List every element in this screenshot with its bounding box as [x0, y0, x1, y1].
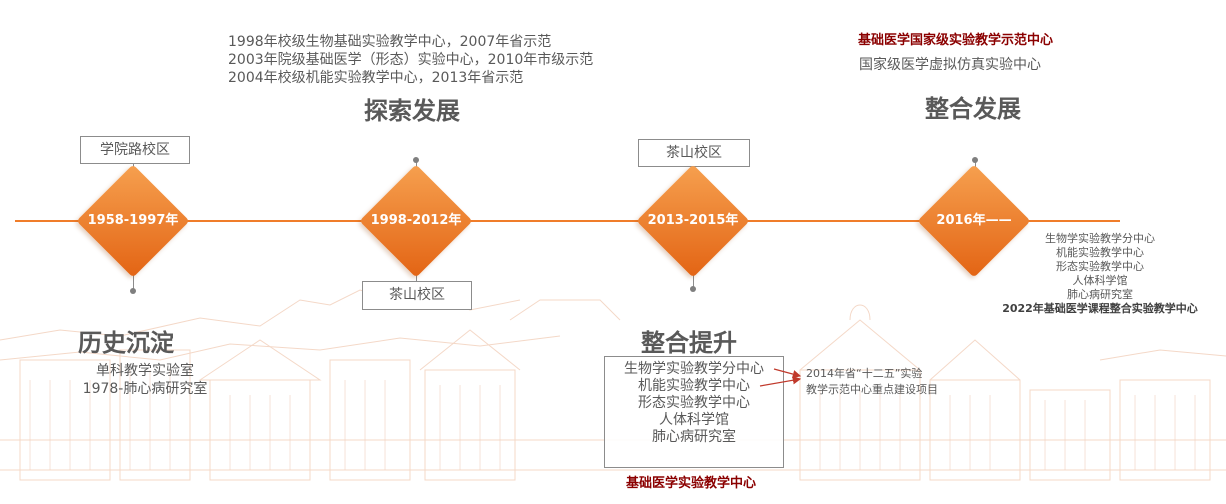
unit-item: 机能实验教学中心	[638, 378, 750, 394]
connector-dot	[972, 157, 978, 163]
timeline-axis	[15, 220, 1120, 222]
timeline-node-label: 1998-2012年	[370, 213, 462, 228]
timeline-node-label: 2016年——	[936, 213, 1012, 228]
upgrade-units-box: 生物学实验教学分中心 机能实验教学中心 形态实验教学中心 人体科学馆 肺心病研究…	[604, 356, 784, 468]
stage-title-explore: 探索发展	[364, 97, 460, 125]
unit-item: 生物学实验教学分中心	[1045, 232, 1155, 245]
upgrade-note: 2014年省“十二五”实验 教学示范中心重点建设项目	[806, 366, 938, 398]
campus-label-xueyuanlu: 学院路校区	[80, 136, 190, 164]
history-line: 1978-肺心病研究室	[82, 381, 208, 397]
unit-item: 形态实验教学中心	[1056, 260, 1144, 273]
explore-line: 2003年院级基础医学（形态）实验中心，2010年市级示范	[228, 52, 594, 68]
unit-item: 生物学实验教学分中心	[624, 361, 764, 377]
unit-item: 人体科学馆	[1072, 274, 1128, 287]
timeline-node-label: 2013-2015年	[647, 213, 739, 228]
connector-dot	[413, 157, 419, 163]
explore-line: 2004年校级机能实验教学中心，2013年省示范	[228, 70, 524, 86]
unit-item: 肺心病研究室	[1067, 288, 1133, 301]
unit-item: 形态实验教学中心	[638, 395, 750, 411]
note-line: 2014年省“十二五”实验	[806, 367, 923, 380]
connector-dot	[690, 286, 696, 292]
unit-item-highlight: 2022年基础医学课程整合实验教学中心	[1002, 302, 1198, 315]
timeline-node-label: 1958-1997年	[87, 213, 179, 228]
history-details: 单科教学实验室 1978-肺心病研究室	[70, 362, 220, 398]
integrate-units-list: 生物学实验教学分中心 机能实验教学中心 形态实验教学中心 人体科学馆 肺心病研究…	[1000, 232, 1200, 316]
national-center-title: 基础医学国家级实验教学示范中心	[858, 33, 1054, 48]
stage-title-history: 历史沉淀	[78, 329, 174, 357]
unit-item: 肺心病研究室	[652, 429, 736, 445]
explore-line: 1998年校级生物基础实验教学中心，2007年省示范	[228, 34, 552, 50]
campus-label-chashan: 茶山校区	[362, 281, 472, 310]
unit-item: 人体科学馆	[659, 412, 729, 428]
stage-title-upgrade: 整合提升	[641, 329, 737, 357]
history-line: 单科教学实验室	[96, 363, 194, 379]
connector-dot	[130, 288, 136, 294]
upgrade-center-title: 基础医学实验教学中心	[626, 476, 757, 491]
integrate-subtitle: 国家级医学虚拟仿真实验中心	[859, 57, 1041, 73]
unit-item: 机能实验教学中心	[1056, 246, 1144, 259]
stage-title-integrate: 整合发展	[925, 95, 1021, 123]
campus-label-chashan: 茶山校区	[638, 139, 750, 167]
note-line: 教学示范中心重点建设项目	[806, 383, 938, 396]
